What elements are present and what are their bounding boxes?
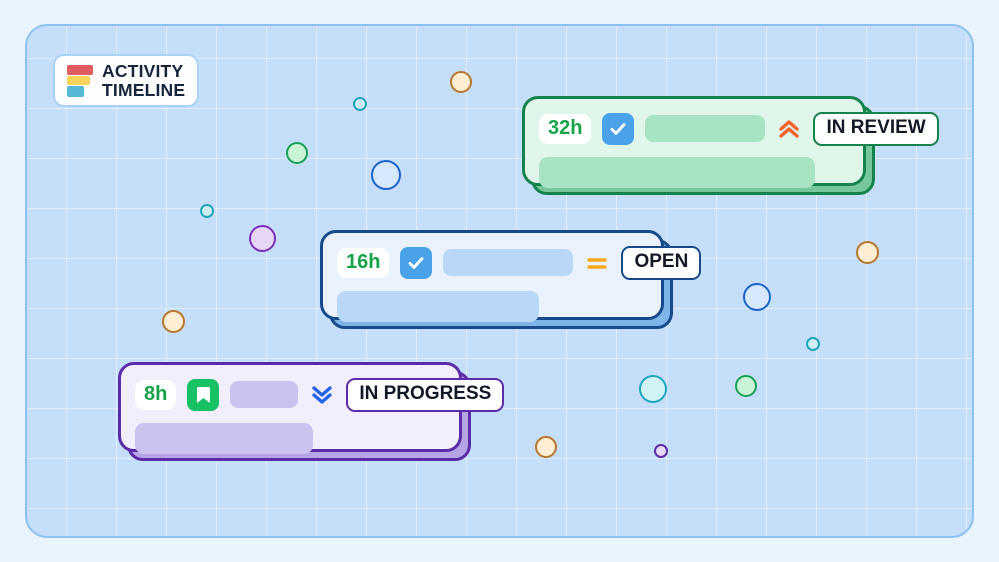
card-header-row: 32h IN REVIEW — [539, 112, 939, 146]
circle-purple-small — [654, 444, 668, 458]
title-placeholder — [645, 115, 766, 143]
equals-icon[interactable] — [584, 252, 610, 274]
title-placeholder — [230, 381, 299, 409]
circle-orange-right — [856, 241, 879, 264]
circle-orange-left — [162, 310, 185, 333]
card-header-row: 16h OPEN — [337, 246, 702, 280]
chevron-double-up-icon[interactable] — [776, 118, 802, 140]
circle-teal-small-b — [200, 204, 214, 218]
description-placeholder — [337, 290, 539, 322]
status-badge[interactable]: IN REVIEW — [813, 112, 939, 146]
chevron-double-down-icon[interactable] — [309, 384, 335, 406]
logo-bar-blue — [67, 86, 84, 97]
title-placeholder — [443, 249, 574, 277]
card-body-row — [135, 422, 445, 454]
card-body: 8h IN PROGRESS — [118, 362, 505, 454]
circle-blue-large-a — [371, 160, 401, 190]
app-logo: ACTIVITY TIMELINE — [53, 54, 199, 107]
circle-teal-small-c — [806, 337, 820, 351]
status-badge[interactable]: IN PROGRESS — [346, 378, 505, 412]
hours-estimate[interactable]: 32h — [539, 114, 592, 144]
circle-teal-small-a — [353, 97, 367, 111]
circle-purple-a — [249, 225, 276, 252]
logo-title: ACTIVITY TIMELINE — [102, 60, 186, 100]
description-placeholder — [135, 422, 313, 454]
circle-blue-large-b — [743, 283, 771, 311]
card-body-row — [539, 156, 849, 188]
hours-estimate[interactable]: 16h — [337, 248, 390, 278]
card-body: 32h IN REVIEW — [522, 96, 939, 188]
logo-bar-red — [67, 64, 93, 75]
card-open[interactable]: 16h OPEN — [320, 230, 702, 329]
circle-orange-bottom — [535, 436, 557, 458]
circle-orange-top — [450, 71, 472, 93]
description-placeholder — [539, 156, 815, 188]
circle-cyan-large — [639, 375, 667, 403]
bookmark-icon[interactable] — [187, 378, 220, 411]
hours-estimate[interactable]: 8h — [135, 380, 177, 410]
card-in-review[interactable]: 32h IN REVIEW — [522, 96, 939, 195]
card-in-progress[interactable]: 8h IN PROGRESS — [118, 362, 505, 461]
card-body: 16h OPEN — [320, 230, 702, 322]
logo-mark-icon — [67, 64, 93, 97]
checkbox-checked-icon[interactable] — [400, 246, 433, 279]
checkbox-checked-icon[interactable] — [602, 112, 635, 145]
card-body-row — [337, 290, 647, 322]
circle-green-a — [286, 142, 308, 164]
card-header-row: 8h IN PROGRESS — [135, 378, 505, 412]
circle-green-b — [735, 375, 757, 397]
logo-bar-yellow — [67, 75, 90, 86]
status-badge[interactable]: OPEN — [621, 246, 702, 280]
